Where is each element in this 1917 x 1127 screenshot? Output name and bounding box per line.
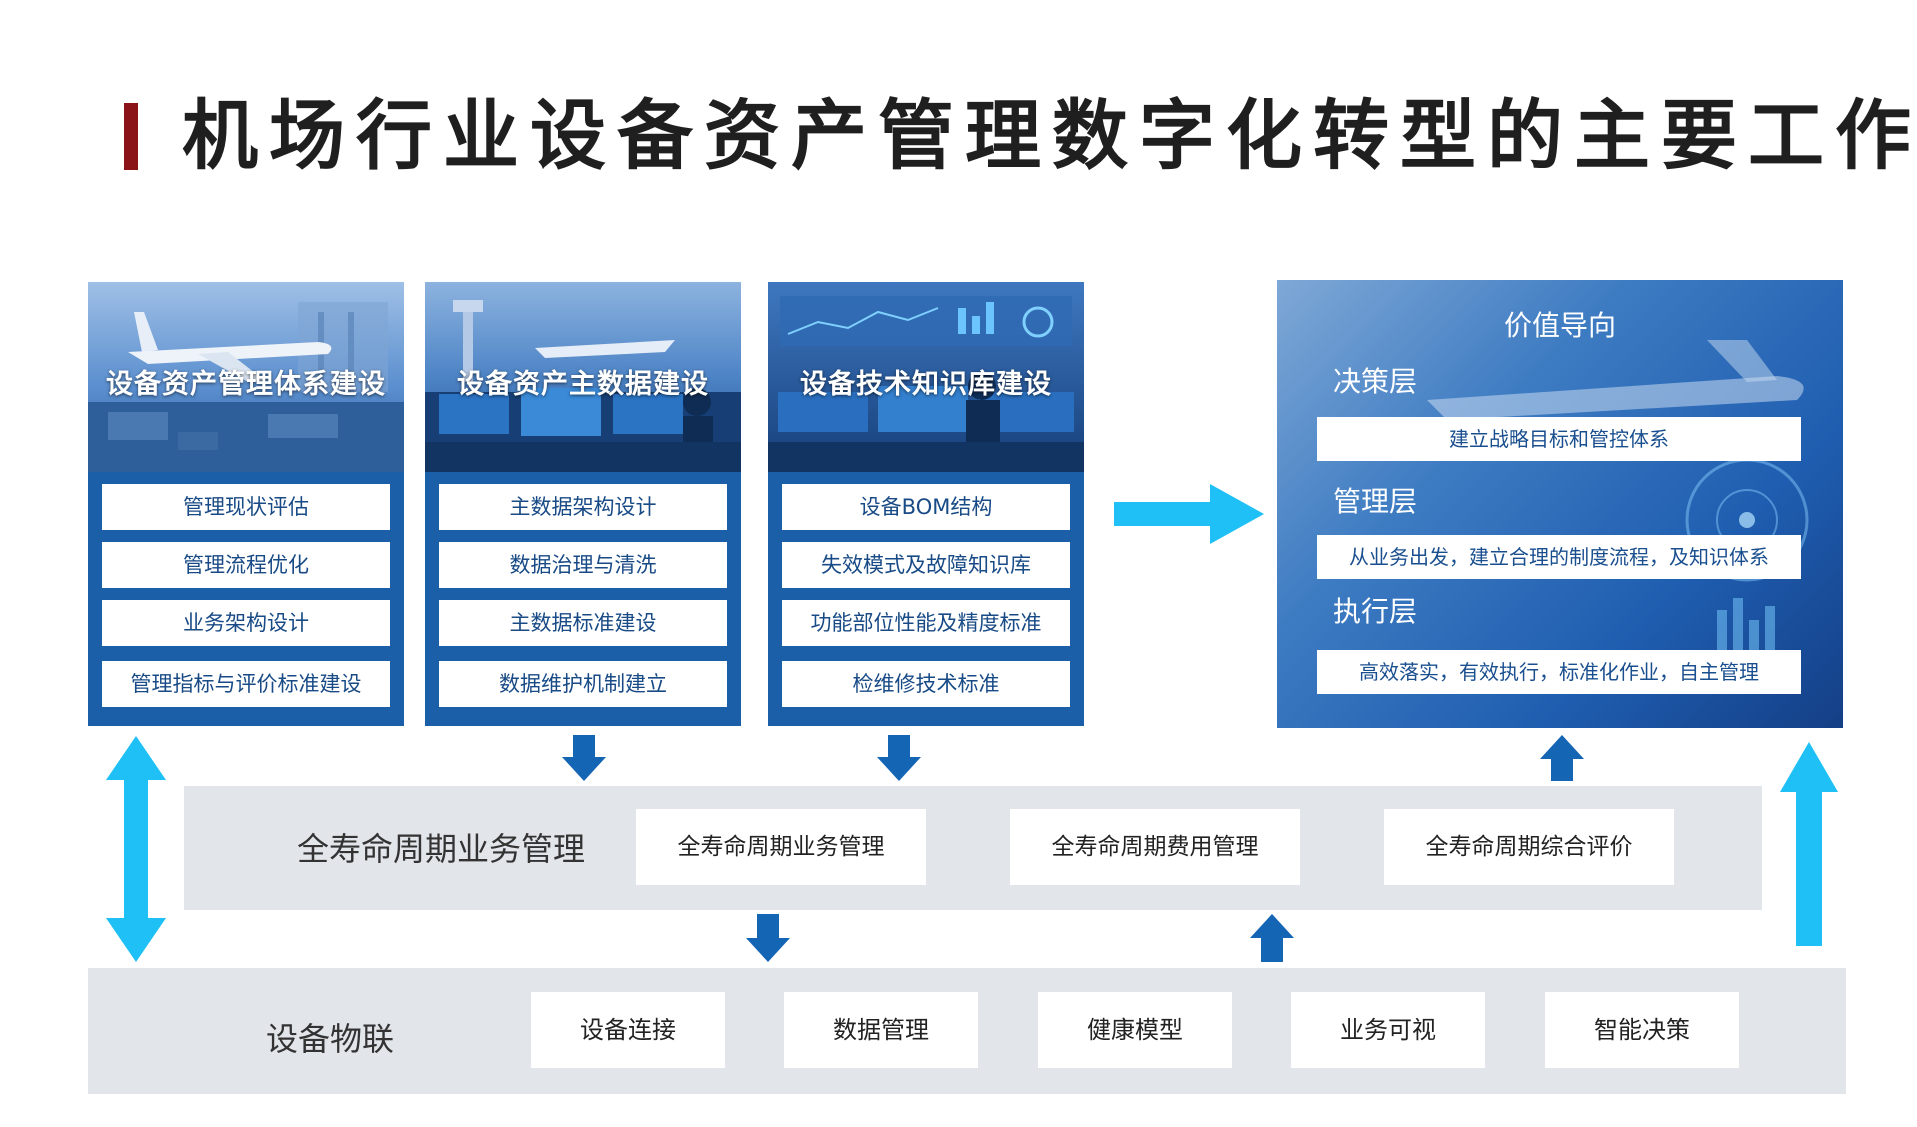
column-item: 主数据标准建设 bbox=[439, 600, 727, 646]
iot-label: 设备物联 bbox=[266, 1020, 395, 1058]
column-title: 设备资产主数据建设 bbox=[457, 369, 709, 400]
lifecycle-band: 全寿命周期业务管理 全寿命周期业务管理 全寿命周期费用管理 全寿命周期综合评价 bbox=[184, 786, 1762, 910]
layer-desc-decision: 建立战略目标和管控体系 bbox=[1317, 417, 1801, 461]
layer-desc-management: 从业务出发，建立合理的制度流程，及知识体系 bbox=[1317, 535, 1801, 579]
bidirectional-arrow-icon bbox=[106, 736, 166, 962]
column-hero-image: 设备资产主数据建设 bbox=[425, 282, 741, 472]
lifecycle-label: 全寿命周期业务管理 bbox=[297, 830, 586, 868]
title-accent-bar bbox=[124, 103, 138, 170]
column-item: 管理现状评估 bbox=[102, 484, 390, 530]
iot-band: 设备物联 设备连接 数据管理 健康模型 业务可视 智能决策 bbox=[88, 968, 1846, 1094]
up-arrow-icon bbox=[1250, 914, 1294, 962]
value-orientation-panel: 价值导向 决策层 建立战略目标和管控体系 管理层 从业务出发，建立合理的制度流程… bbox=[1277, 280, 1843, 728]
layer-name-decision: 决策层 bbox=[1333, 365, 1418, 398]
iot-item: 设备连接 bbox=[531, 992, 725, 1068]
down-arrow-icon bbox=[746, 914, 790, 962]
column-item: 管理指标与评价标准建设 bbox=[102, 661, 390, 707]
iot-item: 健康模型 bbox=[1038, 992, 1232, 1068]
iot-item: 数据管理 bbox=[784, 992, 978, 1068]
page-title: 机场行业设备资产管理数字化转型的主要工作 bbox=[182, 91, 1917, 180]
layer-desc-execution: 高效落实，有效执行，标准化作业，自主管理 bbox=[1317, 650, 1801, 694]
down-arrow-icon bbox=[877, 735, 921, 781]
up-arrow-icon bbox=[1780, 742, 1838, 946]
control-tower-image bbox=[425, 282, 741, 472]
column-item: 业务架构设计 bbox=[102, 600, 390, 646]
iot-item: 智能决策 bbox=[1545, 992, 1739, 1068]
column-item: 数据治理与清洗 bbox=[439, 542, 727, 588]
column-title: 设备资产管理体系建设 bbox=[106, 369, 386, 400]
column-item: 管理流程优化 bbox=[102, 542, 390, 588]
column-hero-image: 设备技术知识库建设 bbox=[768, 282, 1084, 472]
column-asset-management-system: 设备资产管理体系建设 管理现状评估 管理流程优化 业务架构设计 管理指标与评价标… bbox=[88, 282, 404, 726]
up-arrow-icon bbox=[1540, 735, 1584, 781]
column-item: 失效模式及故障知识库 bbox=[782, 542, 1070, 588]
operations-center-image bbox=[768, 282, 1084, 472]
column-item: 设备BOM结构 bbox=[782, 484, 1070, 530]
column-item: 检维修技术标准 bbox=[782, 661, 1070, 707]
column-item: 数据维护机制建立 bbox=[439, 661, 727, 707]
column-master-data: 设备资产主数据建设 主数据架构设计 数据治理与清洗 主数据标准建设 数据维护机制… bbox=[425, 282, 741, 726]
column-knowledge-base: 设备技术知识库建设 设备BOM结构 失效模式及故障知识库 功能部位性能及精度标准… bbox=[768, 282, 1084, 726]
airport-apron-image bbox=[88, 282, 404, 472]
iot-item: 业务可视 bbox=[1291, 992, 1485, 1068]
down-arrow-icon bbox=[562, 735, 606, 781]
lifecycle-item: 全寿命周期综合评价 bbox=[1384, 809, 1674, 885]
column-item: 主数据架构设计 bbox=[439, 484, 727, 530]
column-title: 设备技术知识库建设 bbox=[800, 369, 1052, 400]
lifecycle-item: 全寿命周期费用管理 bbox=[1010, 809, 1300, 885]
layer-name-management: 管理层 bbox=[1333, 485, 1418, 518]
lifecycle-item: 全寿命周期业务管理 bbox=[636, 809, 926, 885]
column-hero-image: 设备资产管理体系建设 bbox=[88, 282, 404, 472]
value-panel-title: 价值导向 bbox=[1503, 309, 1616, 342]
right-arrow-icon bbox=[1114, 484, 1264, 544]
layer-name-execution: 执行层 bbox=[1333, 595, 1418, 628]
column-item: 功能部位性能及精度标准 bbox=[782, 600, 1070, 646]
